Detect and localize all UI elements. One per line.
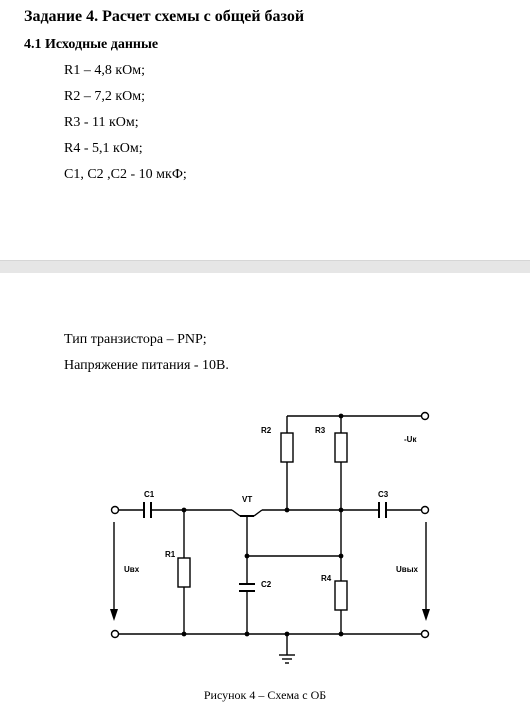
label-r4: R4 bbox=[321, 574, 332, 583]
document-page-2: Тип транзистора – PNP; Напряжение питани… bbox=[0, 273, 530, 720]
resistor-r4 bbox=[334, 580, 348, 611]
resistor-r3 bbox=[334, 432, 348, 463]
param-r2: R2 – 7,2 кОм; bbox=[64, 89, 145, 104]
label-input-voltage: Uвх bbox=[124, 565, 140, 574]
task-heading: Задание 4. Расчет схемы с общей базой bbox=[24, 8, 305, 25]
circuit-schematic: R2 R3 -Uк C1 VT C3 R1 Uвх Uвых C2 R4 bbox=[110, 411, 430, 664]
param-r4: R4 - 5,1 кОм; bbox=[64, 141, 143, 156]
param-r1: R1 – 4,8 кОм; bbox=[64, 63, 145, 78]
label-r1: R1 bbox=[165, 550, 176, 559]
output-terminal bbox=[420, 505, 430, 515]
document-page-1: Задание 4. Расчет схемы с общей базой 4.… bbox=[0, 0, 530, 260]
label-c3: C3 bbox=[378, 490, 389, 499]
label-r2: R2 bbox=[261, 426, 272, 435]
label-output-voltage: Uвых bbox=[396, 565, 419, 574]
output-common-terminal bbox=[420, 629, 430, 639]
label-c2: C2 bbox=[261, 580, 272, 589]
label-c1: C1 bbox=[144, 490, 155, 499]
supply-terminal bbox=[420, 411, 430, 421]
input-common-terminal bbox=[110, 629, 120, 639]
label-supply: -Uк bbox=[404, 435, 417, 444]
param-capacitors: C1, C2 ,C2 - 10 мкФ; bbox=[64, 167, 187, 182]
param-r3: R3 - 11 кОм; bbox=[64, 115, 139, 130]
transistor-type: Тип транзистора – PNP; bbox=[64, 332, 207, 347]
figure-caption: Рисунок 4 – Схема с ОБ bbox=[203, 688, 327, 702]
label-r3: R3 bbox=[315, 426, 326, 435]
section-heading: 4.1 Исходные данные bbox=[24, 37, 159, 52]
resistor-r2 bbox=[280, 432, 294, 463]
resistor-r1 bbox=[177, 557, 191, 588]
label-vt: VT bbox=[242, 495, 252, 504]
page-separator bbox=[0, 260, 530, 274]
supply-voltage: Напряжение питания - 10В. bbox=[64, 358, 229, 373]
input-terminal bbox=[110, 505, 120, 515]
